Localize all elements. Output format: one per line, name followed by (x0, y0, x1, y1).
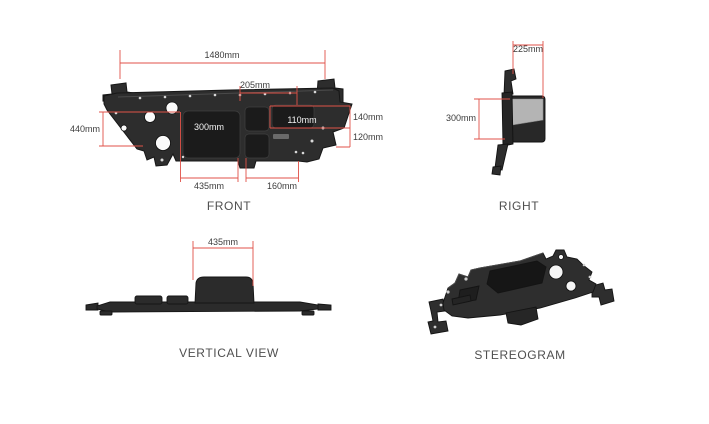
vertical-hump (194, 276, 255, 304)
vertical-main-bar (96, 301, 319, 313)
right-dimension-lines (474, 41, 544, 140)
right-lower-tail (494, 143, 509, 171)
stereo-left-step (451, 294, 472, 306)
stereo-center-recess (486, 260, 547, 294)
front-dim-center-opening: 300mm (193, 122, 225, 132)
stereogram-view-title: STEREOGRAM (474, 348, 566, 362)
stereo-screw-dots (433, 263, 592, 329)
stereo-hole-large (548, 264, 564, 280)
vertical-foot-right (301, 310, 315, 316)
right-lower-foot (491, 165, 502, 176)
vertical-dim-hump-width: 435mm (207, 237, 239, 247)
front-hole-2 (165, 101, 179, 115)
front-vent-slot (273, 134, 289, 139)
right-view-title: RIGHT (498, 199, 540, 213)
front-dim-total-width: 1480mm (204, 50, 240, 60)
right-dim-depth: 225mm (512, 44, 544, 54)
vertical-left-tip (85, 302, 99, 311)
front-dim-upper-opening: 205mm (239, 80, 271, 90)
vertical-dimension-lines (192, 241, 254, 286)
right-frame-strip (501, 91, 514, 147)
front-mid-recess-top (244, 106, 270, 132)
vertical-view-part (85, 276, 332, 316)
stereo-hole-medium (565, 280, 577, 292)
stereogram-part (427, 249, 615, 335)
front-mid-recess-bottom (244, 133, 270, 159)
stereo-hole-small (558, 254, 564, 260)
front-view-part (102, 78, 353, 169)
front-hole-3 (155, 135, 171, 151)
front-dim-left-height: 440mm (69, 124, 100, 134)
stereo-bottom-tab (505, 306, 539, 326)
right-dim-height: 300mm (445, 113, 476, 123)
vertical-view-title: VERTICAL VIEW (179, 346, 279, 360)
front-dimension-lines (99, 50, 351, 182)
front-dim-right-upper: 140mm (353, 112, 384, 122)
front-view-title: FRONT (206, 199, 252, 213)
right-top-bracket (503, 68, 517, 96)
front-dim-right-pocket: 110mm (287, 115, 317, 125)
front-dim-bottom-right: 160mm (266, 181, 298, 191)
vertical-bump-1 (134, 295, 163, 305)
vertical-foot-left (99, 310, 113, 316)
vertical-right-tip (317, 303, 332, 311)
stereo-top-edge-highlight (447, 252, 544, 289)
stereo-right-foot (591, 282, 615, 306)
front-hole-1 (144, 111, 156, 123)
front-dim-bottom-left: 435mm (193, 181, 225, 191)
right-view-part (491, 68, 546, 176)
front-dim-right-lower: 120mm (353, 132, 384, 142)
front-hole-4 (120, 124, 128, 132)
front-center-recess (182, 110, 241, 159)
vertical-bump-2 (166, 295, 189, 305)
